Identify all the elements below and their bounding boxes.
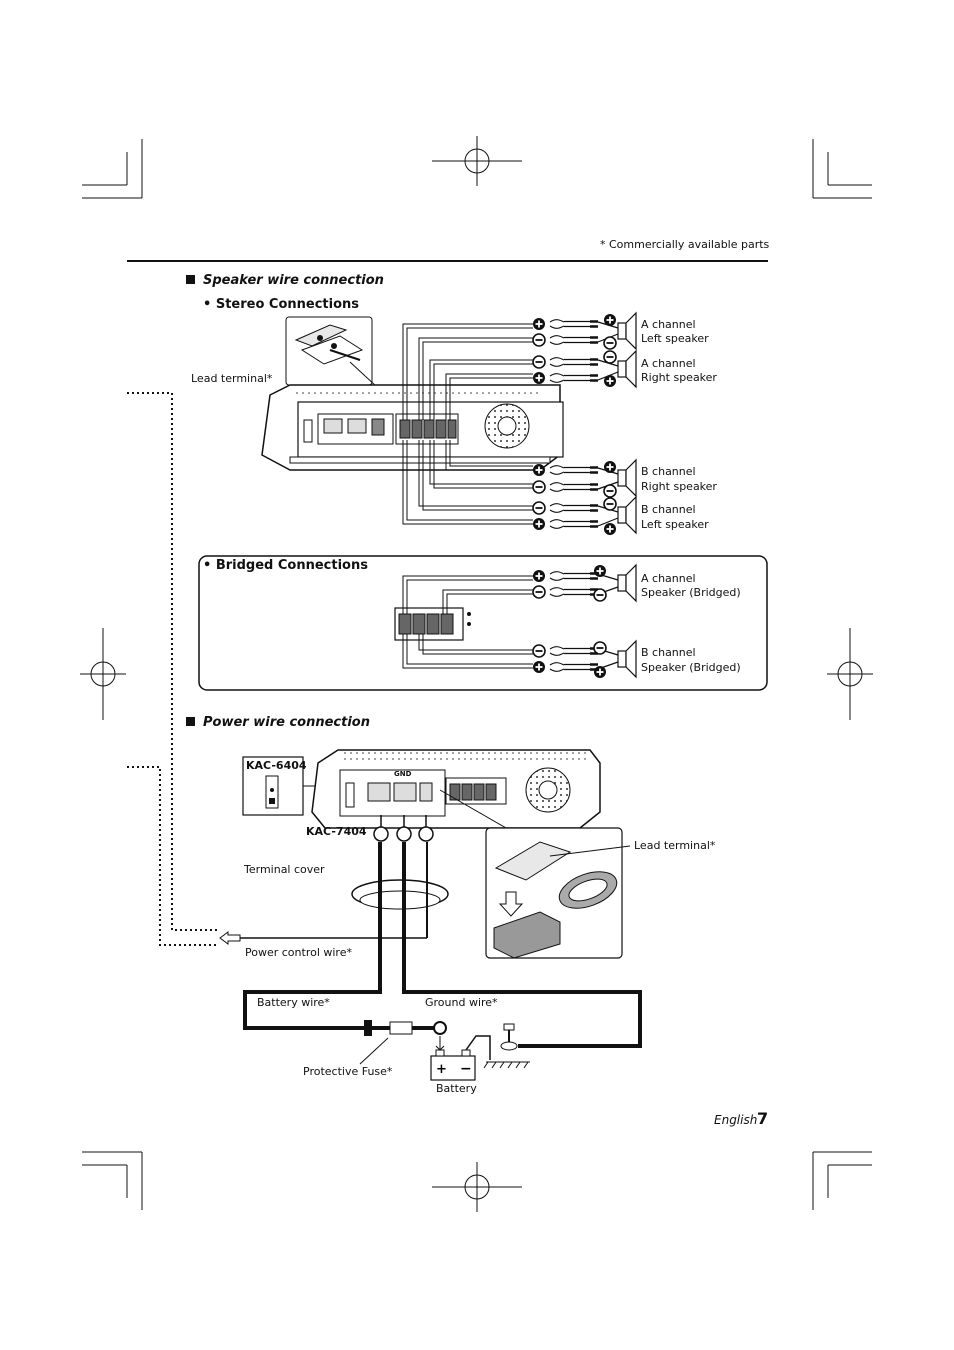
bullet-square-icon [186,717,195,726]
fuse-and-battery: + − [359,1020,530,1081]
bridged-terminal-block [394,607,471,641]
stereo-speaker-1-line1: A channel [641,318,696,331]
power-control-arrow [219,931,241,945]
bridged-speaker-1-line1: A channel [641,572,696,585]
stereo-speaker-2-line1: A channel [641,357,696,370]
ring-terminals [373,815,434,842]
stereo-speaker-3-line1: B channel [641,465,696,478]
model-kac6404: KAC-6404 [246,759,307,772]
stereo-wires [402,323,533,525]
stereo-speaker-1-line2: Left speaker [641,332,709,345]
amplifier-stereo [261,384,564,471]
stereo-speaker-4-line1: B channel [641,503,696,516]
battery-label: Battery [436,1082,477,1095]
protective-fuse-label: Protective Fuse* [303,1065,393,1078]
svg-text:−: − [460,1061,472,1077]
stereo-speaker-4-line2: Left speaker [641,518,709,531]
terminal-cover-label: Terminal cover [244,863,325,876]
stereo-lead-terminal-label: Lead terminal* [191,372,273,385]
dotted-link [127,392,217,946]
battery-wire-label: Battery wire* [257,996,330,1009]
power-lead-terminal-inset [485,827,631,959]
stereo-title: • Stereo Connections [203,297,360,312]
bridged-title: • Bridged Connections [203,558,368,573]
bridged-speaker-2-line2: Speaker (Bridged) [641,661,741,674]
page-number: 7 [757,1109,769,1128]
stereo-speaker-3-line2: Right speaker [641,480,717,493]
footer-language: English [714,1113,758,1127]
power-section-title: Power wire connection [186,715,370,730]
svg-text:+: + [436,1062,447,1077]
bridged-speaker-2-line1: B channel [641,646,696,659]
bridged-box [198,555,768,691]
model-kac7404: KAC-7404 [306,825,367,838]
bullet-square-icon [186,275,195,284]
commercial-parts-note: * Commercially available parts [600,238,770,251]
power-control-wire-label: Power control wire* [245,946,352,959]
bridged-speaker-1-line2: Speaker (Bridged) [641,586,741,599]
bridged-terminals [532,564,637,678]
lead-terminal-inset [285,316,405,413]
speaker-section-title: Speaker wire connection [186,273,384,288]
stereo-terminals [532,312,637,535]
terminal-cover [351,879,449,910]
power-lead-terminal-label: Lead terminal* [634,839,716,852]
amplifier-power [242,749,601,837]
amp-gnd-label: GND [394,770,412,778]
ground-wire-label: Ground wire* [425,996,498,1009]
bridged-wires [402,575,533,669]
crop-marks [80,136,873,1212]
stereo-speaker-2-line2: Right speaker [641,371,717,384]
